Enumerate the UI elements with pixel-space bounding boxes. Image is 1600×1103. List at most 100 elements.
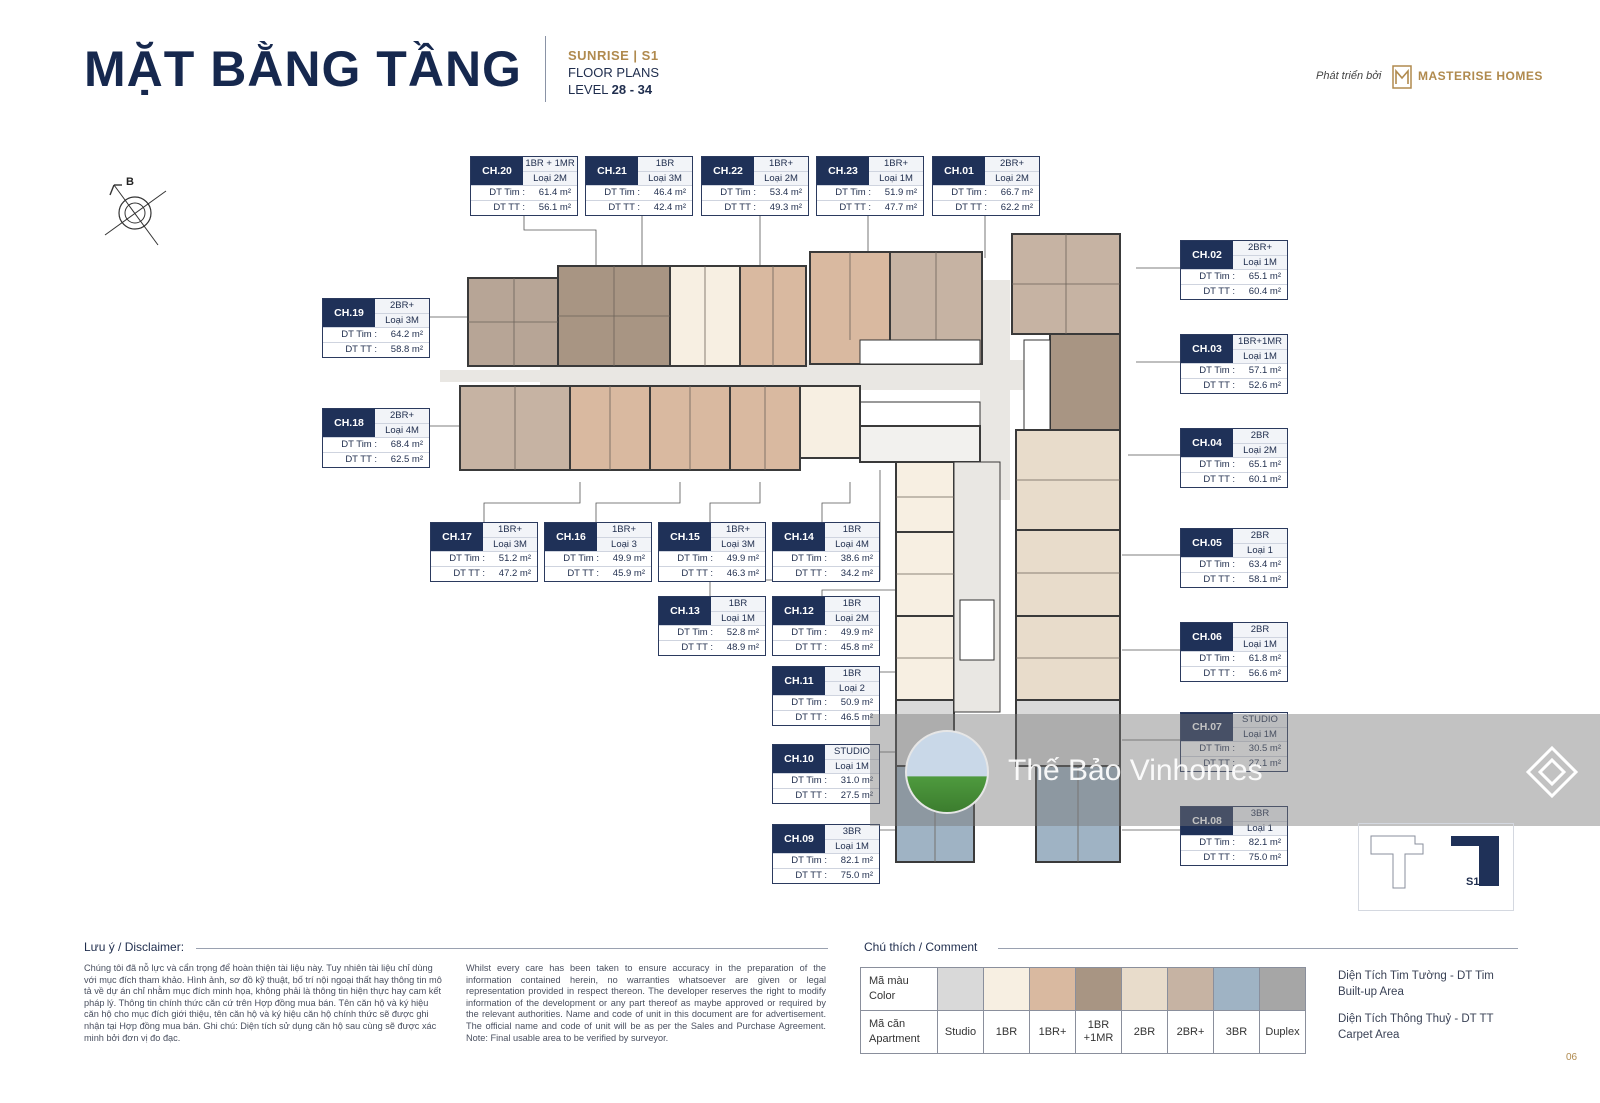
builtup-value: 51.9 m² (884, 187, 917, 198)
carpet-key: DT TT : (1203, 574, 1235, 585)
apt-variant: Loại 3M (638, 171, 692, 185)
builtup-key: DT Tim : (791, 697, 827, 708)
apt-type: 1BR+ (597, 523, 651, 538)
legend-name: Duplex (1259, 1010, 1306, 1054)
apt-variant: Loại 1M (1233, 727, 1287, 741)
plan-subtitle: FLOOR PLANS (568, 65, 660, 80)
carpet-value: 56.1 m² (538, 202, 571, 213)
apt-type: 1BR+1MR (1233, 335, 1287, 350)
carpet-value: 45.9 m² (612, 568, 645, 579)
builtup-key: DT Tim : (341, 439, 377, 450)
builtup-key: DT Tim : (677, 627, 713, 638)
builtup-key: DT Tim : (835, 187, 871, 198)
apt-type: 1BR + 1MR (523, 157, 577, 172)
apt-type: 1BR (825, 667, 879, 682)
unit-ch03 (1049, 333, 1121, 431)
apt-variant: Loại 1M (1233, 255, 1287, 269)
key-plan (1358, 823, 1514, 911)
carpet-value: 47.7 m² (884, 202, 917, 213)
developed-by-label: Phát triển bởi (1316, 70, 1382, 82)
apt-type: 2BR+ (375, 409, 429, 424)
apt-type: 1BR+ (869, 157, 923, 172)
builtup-key: DT Tim : (449, 553, 485, 564)
apt-variant: Loại 1M (825, 839, 879, 853)
builtup-value: 63.4 m² (1248, 559, 1281, 570)
apt-code: CH.13 (659, 597, 711, 625)
apt-variant: Loại 1M (1233, 637, 1287, 651)
builtup-value: 49.9 m² (612, 553, 645, 564)
builtup-value: 31.0 m² (840, 775, 873, 786)
swatch-2br (1121, 967, 1168, 1011)
carpet-key: DT TT : (795, 870, 827, 881)
carpet-key: DT TT : (795, 790, 827, 801)
developer-name: MASTERISE HOMES (1418, 69, 1543, 83)
apt-variant: Loại 4M (375, 423, 429, 437)
carpet-key: DT TT : (345, 344, 377, 355)
disclaimer-english: Whilst every care has been taken to ensu… (466, 963, 826, 1043)
builtup-key: DT Tim : (791, 775, 827, 786)
apt-code: CH.19 (323, 299, 375, 327)
carpet-key: DT TT : (608, 202, 640, 213)
apt-type: 2BR+ (985, 157, 1039, 172)
apt-variant: Loại 2M (825, 611, 879, 625)
carpet-value: 60.1 m² (1248, 474, 1281, 485)
page-title: MẶT BẰNG TẦNG (84, 41, 522, 97)
builtup-value: 68.4 m² (390, 439, 423, 450)
carpet-key: DT TT : (1203, 668, 1235, 679)
apt-type: 3BR (1233, 807, 1287, 822)
carpet-value: 75.0 m² (1248, 852, 1281, 863)
builtup-key: DT Tim : (489, 187, 525, 198)
carpet-value: 49.3 m² (769, 202, 802, 213)
apt-code: CH.12 (773, 597, 825, 625)
apt-variant: Loại 3M (483, 537, 537, 551)
apt-code: CH.05 (1181, 529, 1233, 557)
builtup-value: 49.9 m² (840, 627, 873, 638)
apt-variant: Loại 2M (1233, 443, 1287, 457)
builtup-key: DT Tim : (563, 553, 599, 564)
title-divider (545, 36, 546, 102)
apt-code: CH.18 (323, 409, 375, 437)
apt-code: CH.15 (659, 523, 711, 551)
builtup-key: DT Tim : (604, 187, 640, 198)
apt-variant: Loại 1M (1233, 349, 1287, 363)
carpet-key: DT TT : (345, 454, 377, 465)
apt-type: 1BR (825, 523, 879, 538)
builtup-key: DT Tim : (1199, 365, 1235, 376)
compass-north-label: B (126, 176, 134, 188)
apt-type: 2BR (1233, 529, 1287, 544)
apt-code: CH.23 (817, 157, 869, 185)
carpet-value: 56.6 m² (1248, 668, 1281, 679)
apt-variant: Loại 3 (597, 537, 651, 551)
apt-variant: Loại 3M (711, 537, 765, 551)
apt-code: CH.04 (1181, 429, 1233, 457)
key-plan-label: S1 (1466, 876, 1480, 888)
carpet-value: 27.1 m² (1248, 758, 1281, 769)
page-number: 06 (1566, 1052, 1578, 1063)
carpet-value: 48.9 m² (726, 642, 759, 653)
disclaimer-title: Lưu ý / Disclaimer: (84, 940, 185, 954)
apt-code: CH.08 (1181, 807, 1233, 835)
builtup-value: 46.4 m² (653, 187, 686, 198)
apt-variant: Loại 3M (375, 313, 429, 327)
apt-code: CH.22 (702, 157, 754, 185)
builtup-value: 82.1 m² (1248, 837, 1281, 848)
builtup-value: 82.1 m² (840, 855, 873, 866)
carpet-key: DT TT : (724, 202, 756, 213)
unit-ch14 (799, 385, 861, 459)
builtup-value: 65.1 m² (1248, 271, 1281, 282)
watermark-band (870, 714, 1600, 826)
swatch-2br-plus (1167, 967, 1214, 1011)
builtup-key: DT Tim : (1199, 837, 1235, 848)
